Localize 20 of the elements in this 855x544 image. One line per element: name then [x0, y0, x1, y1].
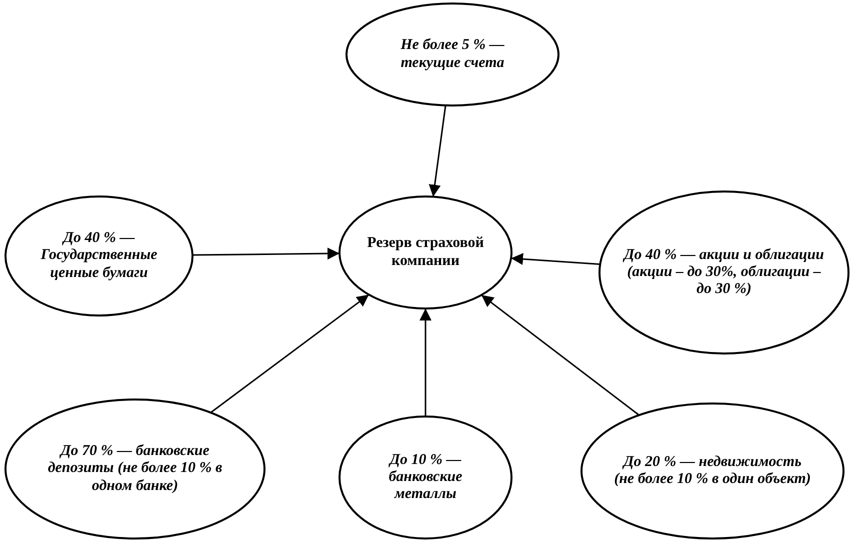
node-label: До 70 % — банковские депозиты (не более 10 % в одном банке)	[46, 443, 224, 495]
ellipse-node	[4, 195, 194, 317]
ellipse-node	[338, 415, 513, 540]
node-label: До 20 % — недвижимость (не более 10 % в один объект)	[613, 454, 812, 488]
node-label: До 10 % — банковские металлы	[388, 452, 464, 504]
node-label: Не более 5 % — текущие счета	[400, 37, 506, 72]
arrow	[192, 248, 340, 260]
ellipse-node	[338, 195, 513, 310]
ellipse-node	[598, 190, 850, 355]
ellipse-node	[345, 2, 560, 107]
ellipse-node	[4, 398, 266, 540]
arrow	[210, 294, 370, 414]
node-label: Резерв страховой компании	[366, 235, 485, 270]
ellipse-node	[580, 402, 845, 540]
arrow	[480, 294, 640, 416]
node-label: До 40 % — Государственные ценные бумаги	[40, 230, 158, 282]
node-label: До 40 % — акции и облигации (акции – до 30%, облигации – до 30 %)	[624, 246, 824, 298]
arrow	[428, 105, 446, 197]
arrow	[511, 253, 600, 266]
arrow	[420, 308, 432, 416]
